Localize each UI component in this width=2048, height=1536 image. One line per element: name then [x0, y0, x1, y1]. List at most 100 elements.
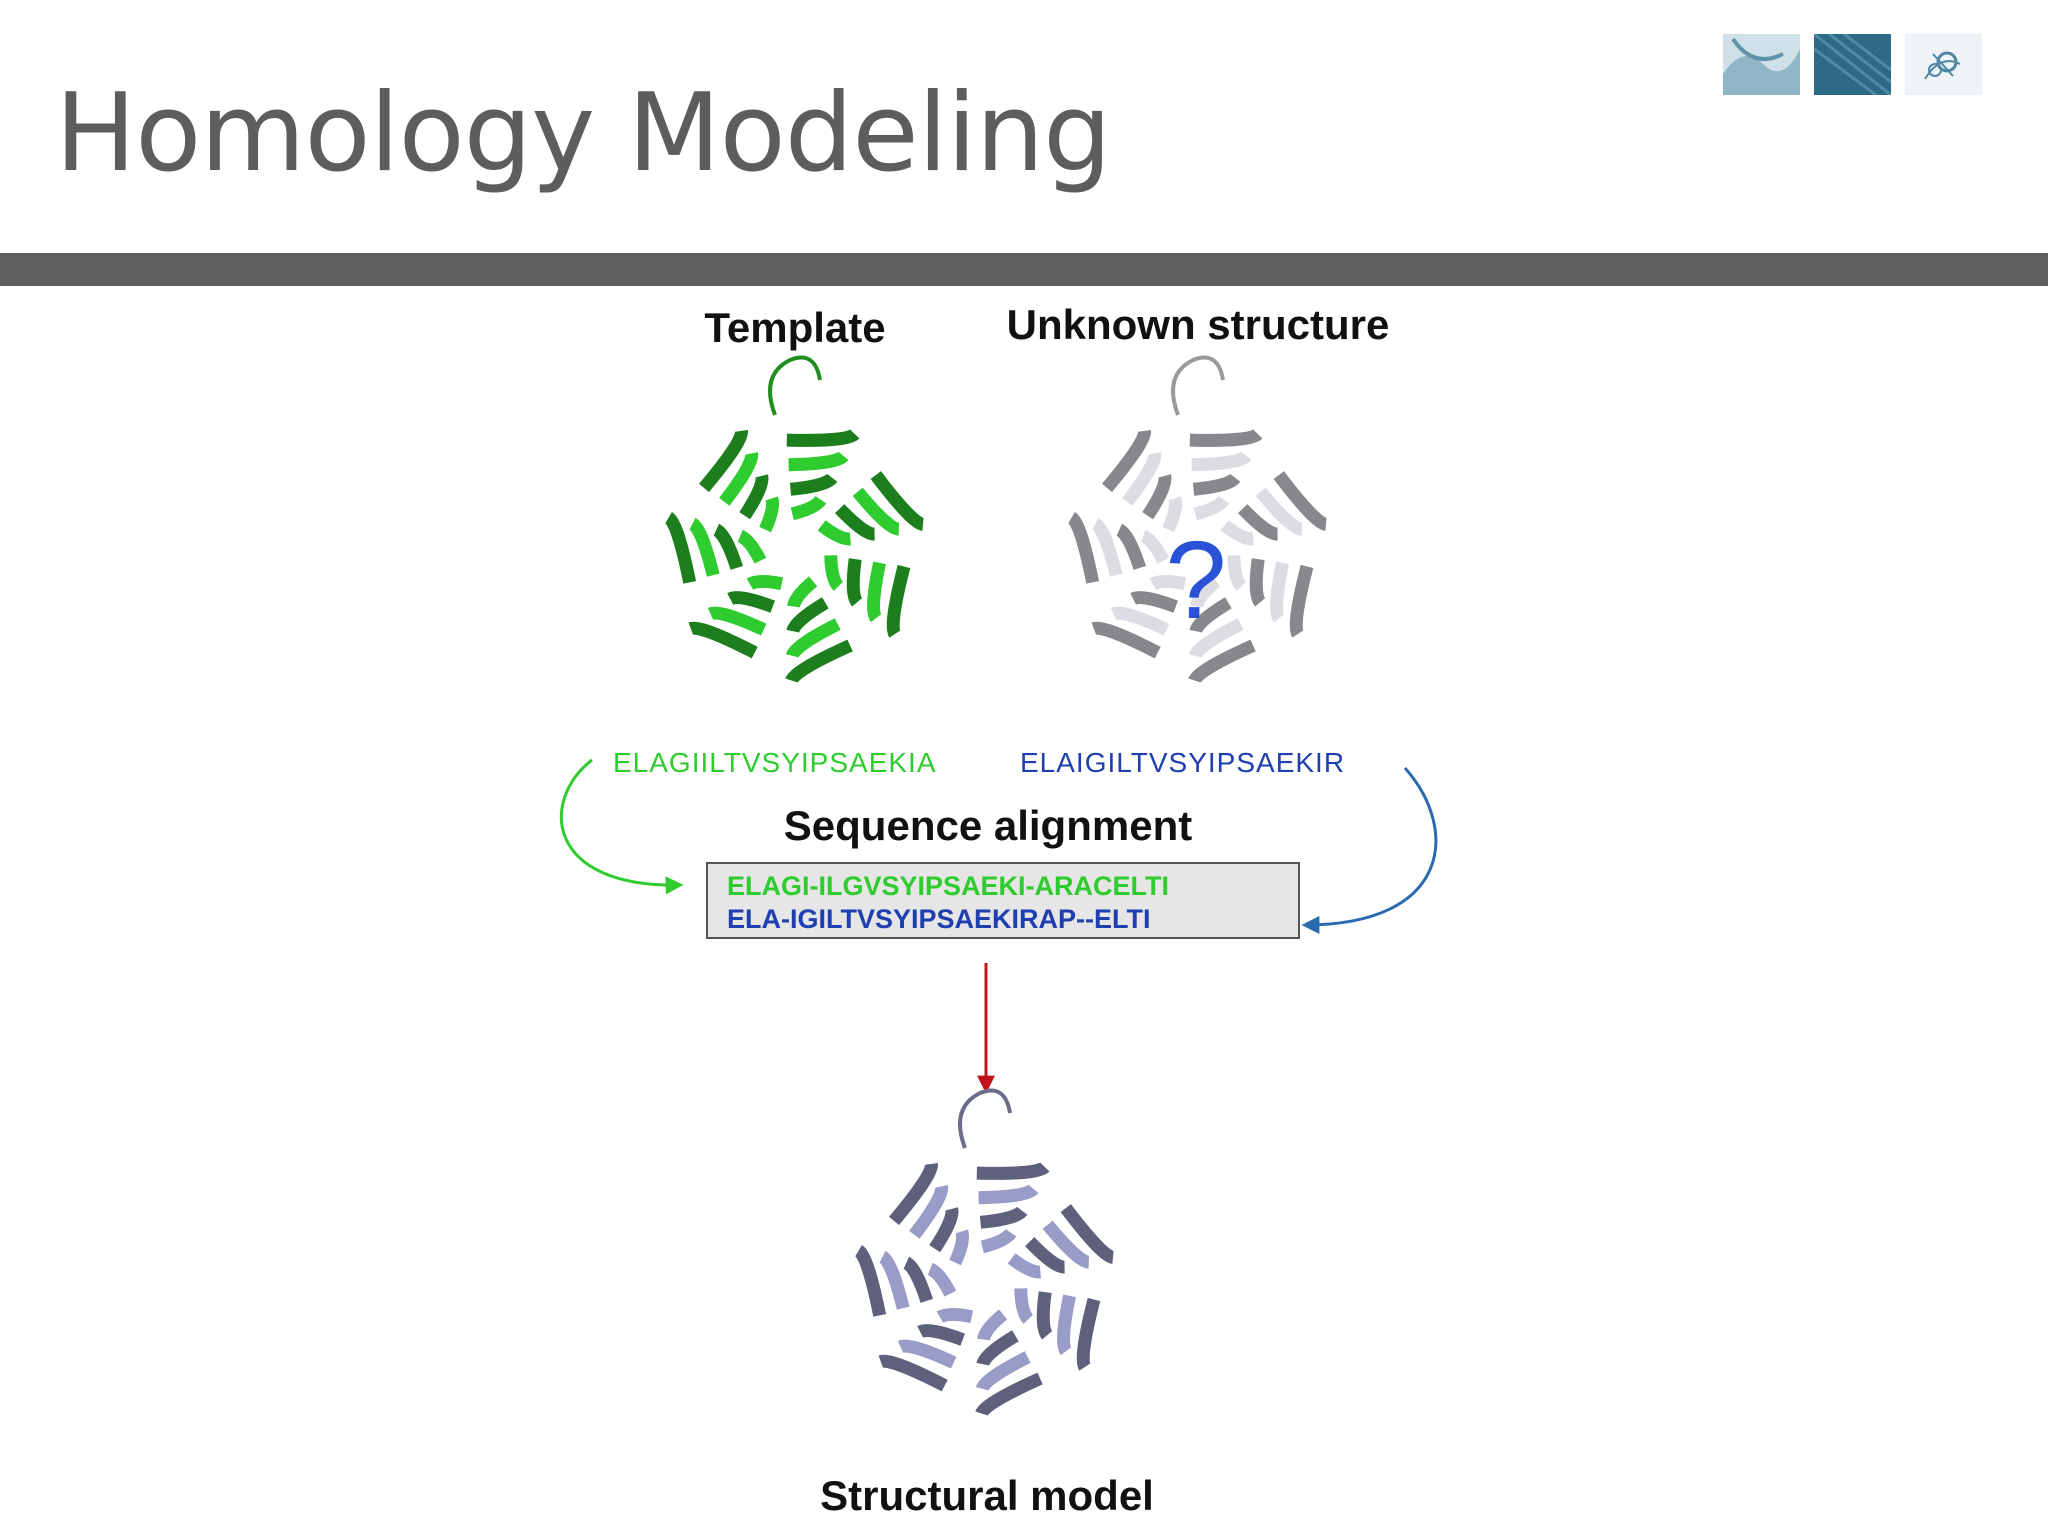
beta-strand [1192, 473, 1241, 496]
template-sequence: ELAGIILTVSYIPSAEKIA [613, 747, 937, 778]
beta-strand [1193, 495, 1230, 521]
beta-strand [917, 1324, 965, 1346]
beta-strand [699, 430, 748, 493]
beta-strand [1091, 621, 1161, 659]
structural-model-label: Structural model [820, 1472, 1154, 1519]
beta-strand [790, 495, 827, 521]
beta-strand [1057, 1294, 1076, 1356]
beta-strand [929, 1207, 959, 1253]
beta-strand [835, 504, 876, 541]
beta-strand [1189, 597, 1232, 634]
beta-strand [785, 639, 853, 684]
alignment-row-2: ELA-IGILTVSYIPSAEKIRAP--ELTI [727, 904, 1151, 934]
beta-strand [1140, 529, 1170, 564]
beta-strand [870, 471, 925, 531]
beta-strand [867, 561, 886, 623]
beta-strand [787, 576, 818, 608]
beta-strand [846, 558, 863, 607]
beta-strand [1102, 430, 1151, 493]
beta-strand [727, 591, 775, 613]
alignment-label: Sequence alignment [784, 802, 1192, 849]
unknown-arrow [1301, 767, 1438, 934]
thumbnail-1 [1723, 34, 1800, 95]
beta-strand [1289, 564, 1314, 638]
template-arrow [559, 758, 684, 895]
alignment-row-1: ELAGI-ILGVSYIPSAEKI-ARACELTI [727, 871, 1169, 901]
beta-strand [824, 555, 844, 591]
beta-strand [976, 1330, 1019, 1367]
beta-strand [902, 1256, 933, 1303]
beta-strand [889, 1163, 938, 1226]
model-protein [854, 1088, 1115, 1417]
beta-strand [1036, 1291, 1053, 1340]
beta-strand [1162, 496, 1183, 533]
thumbnail-3 [1905, 34, 1982, 95]
beta-strand [1142, 474, 1172, 520]
thumbnail-2 [1814, 34, 1891, 95]
unknown-structure-label: Unknown structure [1007, 301, 1390, 348]
loop [958, 1088, 1012, 1149]
unknown-protein [1067, 355, 1328, 684]
beta-strand [980, 1228, 1017, 1254]
beta-strand [878, 1354, 948, 1392]
template-protein [664, 355, 925, 684]
beta-strand [1060, 1204, 1115, 1264]
beta-strand [909, 1185, 949, 1239]
beta-strand [1130, 591, 1178, 613]
beta-strand [1014, 1288, 1034, 1324]
beta-strand [975, 1351, 1031, 1392]
beta-strand [897, 1339, 957, 1369]
beta-strand [737, 529, 767, 564]
beta-strand [1067, 512, 1100, 584]
beta-strand [976, 1161, 1050, 1180]
beta-strand [1249, 558, 1266, 607]
beta-strand [1189, 428, 1263, 447]
beta-strand [1115, 523, 1146, 570]
beta-strand [788, 450, 849, 472]
beta-strand [1191, 450, 1252, 472]
unknown-sequence: ELAIGILTVSYIPSAEKIR [1020, 747, 1345, 778]
thumbnail-strip [1723, 34, 1982, 95]
beta-strand [1149, 574, 1187, 591]
loop [768, 355, 822, 416]
beta-strand [1227, 555, 1247, 591]
beta-strand [759, 496, 780, 533]
question-mark: ? [1165, 519, 1226, 642]
beta-strand [1238, 504, 1279, 541]
beta-strand [878, 1250, 910, 1310]
beta-strand [1076, 1297, 1101, 1371]
beta-strand [1255, 487, 1304, 536]
beta-strand [1091, 517, 1123, 577]
template-label: Template [704, 304, 885, 351]
beta-strand [1188, 639, 1256, 684]
beta-strand [975, 1372, 1043, 1417]
beta-strand [789, 473, 838, 496]
beta-strand [1025, 1237, 1066, 1274]
beta-strand [786, 428, 860, 447]
beta-strand [854, 1245, 887, 1317]
beta-strand [977, 1309, 1008, 1341]
beta-strand [1110, 606, 1170, 636]
beta-strand [707, 606, 767, 636]
beta-strand [1220, 520, 1254, 546]
beta-strand [1270, 561, 1289, 623]
beta-strand [949, 1229, 970, 1266]
beta-strand [719, 452, 759, 506]
beta-strand [1042, 1220, 1091, 1269]
beta-strand [886, 564, 911, 638]
beta-strand [1122, 452, 1162, 506]
beta-strand [785, 618, 841, 659]
beta-strand [712, 523, 743, 570]
slide-title: Homology Modeling [55, 71, 1112, 196]
beta-strand [688, 517, 720, 577]
beta-strand [817, 520, 851, 546]
alignment-box [706, 862, 1300, 939]
beta-strand [664, 512, 697, 584]
beta-strand [1273, 471, 1328, 531]
loop [1171, 355, 1225, 416]
beta-strand [936, 1307, 974, 1324]
beta-strand [688, 621, 758, 659]
beta-strand [1188, 618, 1244, 659]
beta-strand [979, 1206, 1028, 1229]
